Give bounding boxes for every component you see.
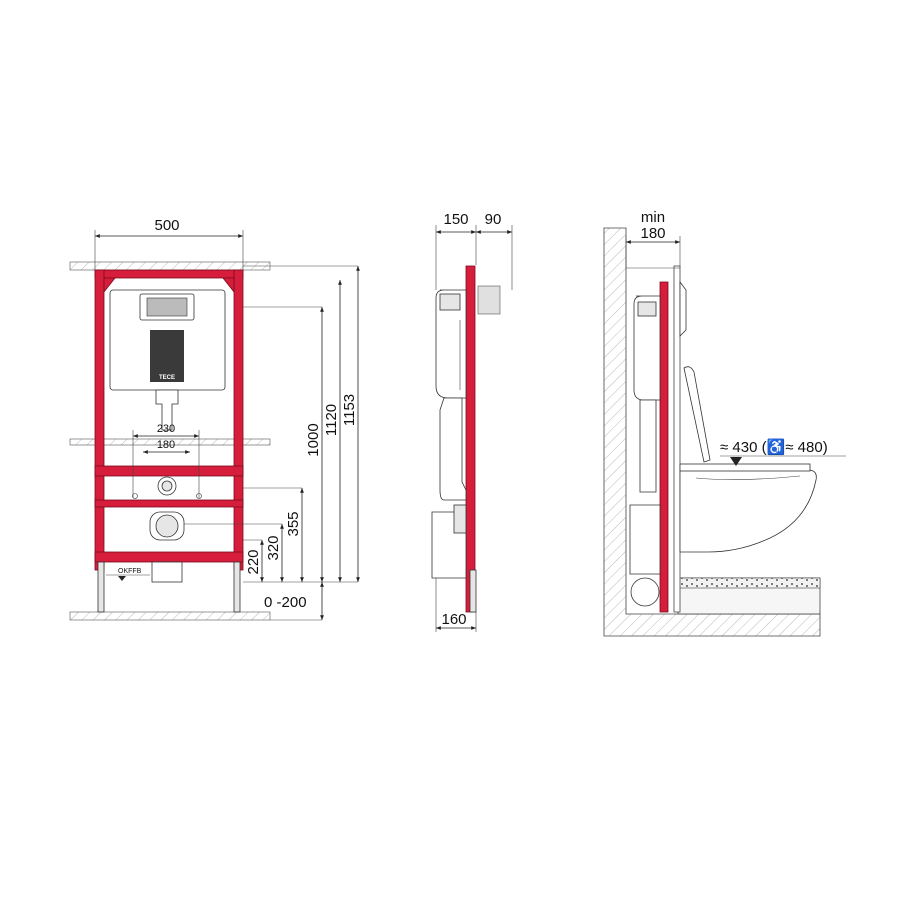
bottom-160: 160 <box>441 611 466 628</box>
drain-bend <box>630 577 660 607</box>
height-320: 320 <box>265 535 282 560</box>
flush-plate-depth <box>477 285 501 315</box>
floor-marker-text: OKFFB <box>118 568 142 575</box>
adjust-range: 0 -200 <box>264 594 307 611</box>
hole-spacing-230: 230 <box>157 423 175 435</box>
install-view: min 180 ≈ 430 (♿≈ 480) <box>603 209 846 637</box>
depth-150: 150 <box>443 211 468 228</box>
install-frame-profile <box>659 281 669 613</box>
foot-right <box>233 561 241 613</box>
side-view: 150 90 160 <box>431 211 513 632</box>
toilet-bowl <box>679 469 817 553</box>
height-1120: 1120 <box>323 404 340 436</box>
cistern-brand-text: TECE <box>159 375 175 381</box>
side-frame-profile <box>465 265 476 613</box>
height-355: 355 <box>285 511 302 536</box>
hole-spacing-180: 180 <box>157 439 175 451</box>
flush-pipe <box>155 389 179 431</box>
flush-button-side <box>679 280 687 337</box>
toilet-lid <box>683 366 711 463</box>
front-view: TECE OKFFB 500 230 180 <box>69 217 360 621</box>
min-180: 180 <box>640 225 665 242</box>
wall-panel <box>673 265 681 613</box>
min-label: min <box>641 209 665 226</box>
building-wall <box>603 227 821 637</box>
width-dimension: 500 <box>154 217 179 234</box>
flush-mechanism <box>146 297 188 317</box>
height-1153: 1153 <box>341 394 358 426</box>
mounting-frame <box>94 269 244 571</box>
install-flush-pipe <box>639 399 657 493</box>
floor-insulation <box>677 577 821 589</box>
top-wall-strip <box>69 261 271 271</box>
foot-left <box>97 561 105 613</box>
height-1000: 1000 <box>305 423 322 456</box>
depth-90: 90 <box>485 211 502 228</box>
seat-height: ≈ 430 (♿≈ 480) <box>720 438 828 456</box>
cistern-label-card <box>150 330 184 382</box>
install-drain <box>629 504 661 575</box>
floor-strip <box>69 611 271 621</box>
middle-wall-strip <box>69 438 271 446</box>
side-flush-pipe <box>439 397 467 501</box>
drain-pipe <box>151 561 183 583</box>
bolt-hole-left <box>132 493 138 499</box>
toilet-seat <box>679 463 811 472</box>
height-220: 220 <box>245 549 262 574</box>
